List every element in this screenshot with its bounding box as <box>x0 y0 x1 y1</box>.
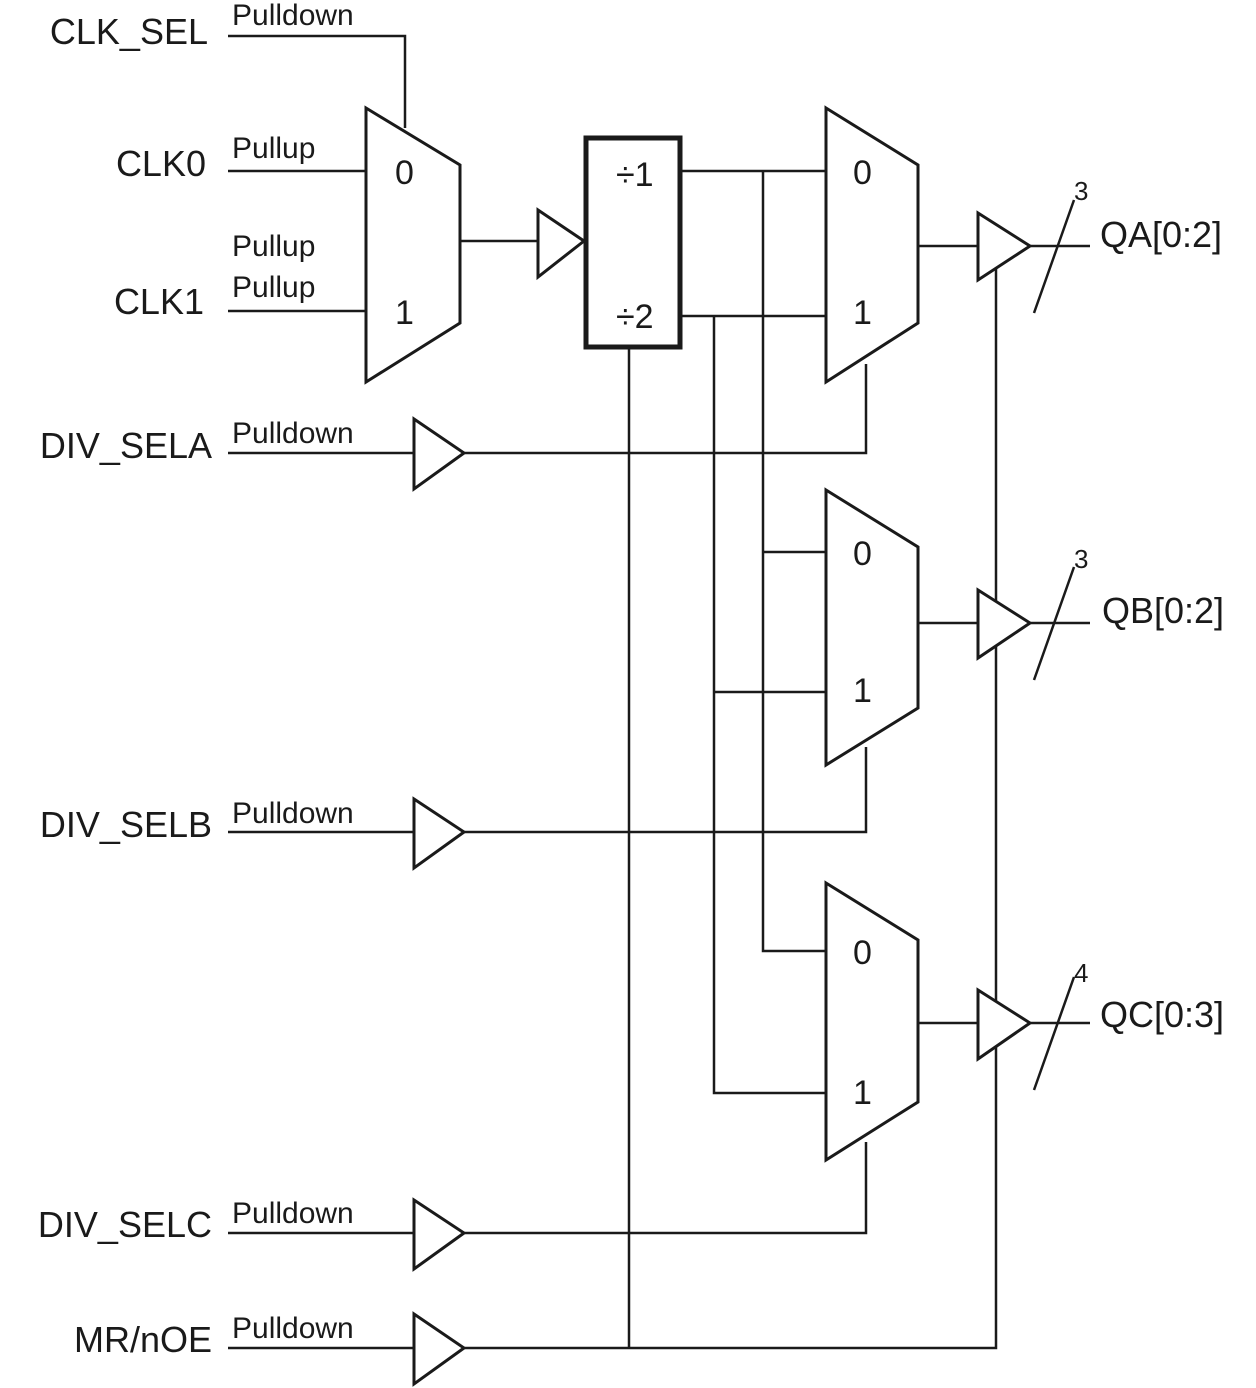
div-sela-buffer <box>412 416 467 492</box>
mux-b-one-label: 1 <box>853 672 872 710</box>
clk1-label: CLK1 <box>114 281 204 322</box>
input-buffer <box>536 207 587 281</box>
mux-c-zero-label: 0 <box>853 934 872 972</box>
div-selc-label: DIV_SELC <box>38 1204 212 1245</box>
qc-bus-width: 4 <box>1074 958 1088 988</box>
div-selc-wire <box>464 1142 868 1235</box>
mux-b-zero-label: 0 <box>853 535 872 573</box>
clk1-pullup-b: Pullup <box>232 271 315 304</box>
qc-output-buffer <box>976 987 1033 1062</box>
mr-noe-label: MR/nOE <box>74 1319 212 1360</box>
div2-bus-vertical <box>712 316 826 1095</box>
qc-label: QC[0:3] <box>1100 994 1224 1035</box>
resistor-labels: Pulldown Pullup Pullup Pullup Pulldown P… <box>232 0 354 1345</box>
divider-block <box>583 135 683 350</box>
clk-sel-pulldown: Pulldown <box>232 0 354 32</box>
div-selc-buffer <box>412 1197 467 1272</box>
qa-output-buffer <box>976 210 1033 283</box>
divide-by-2-label: ÷2 <box>616 298 654 336</box>
div-selb-buffer <box>412 796 467 871</box>
clk1-pullup-a: Pullup <box>232 230 315 263</box>
output-mux-b <box>824 487 920 768</box>
output-labels: 3 QA[0:2] 3 QB[0:2] 4 QC[0:3] <box>1074 176 1224 1035</box>
qa-bus-width: 3 <box>1074 176 1088 206</box>
qc-bus-slash <box>1032 976 1076 1091</box>
clk0-pullup: Pullup <box>232 132 315 165</box>
mux-c-one-label: 1 <box>853 1074 872 1112</box>
div-sela-wire <box>464 364 868 455</box>
div-selc-pulldown: Pulldown <box>232 1197 354 1230</box>
output-mux-c <box>824 880 920 1163</box>
qa-label: QA[0:2] <box>1100 214 1222 255</box>
mux-input-labels: 0 1 0 1 0 1 0 1 <box>395 154 872 1112</box>
qa-bus-slash <box>1032 199 1076 314</box>
div-selb-label: DIV_SELB <box>40 804 212 845</box>
mux-a-zero-label: 0 <box>853 154 872 192</box>
mr-noe-buffer <box>412 1311 467 1387</box>
clk-sel-label: CLK_SEL <box>50 11 208 52</box>
output-mux-a <box>824 105 920 385</box>
input-mux-zero-label: 0 <box>395 154 414 192</box>
div1-bus-vertical <box>761 171 826 953</box>
div-selb-pulldown: Pulldown <box>232 797 354 830</box>
input-mux-one-label: 1 <box>395 294 414 332</box>
clk0-label: CLK0 <box>116 143 206 184</box>
divider-labels: ÷1 ÷2 <box>616 156 654 336</box>
mr-noe-pulldown: Pulldown <box>232 1312 354 1345</box>
clk-sel-wire <box>228 34 407 128</box>
components <box>364 105 1033 1387</box>
mux-a-one-label: 1 <box>853 294 872 332</box>
div-sela-label: DIV_SELA <box>40 425 212 466</box>
qb-output-buffer <box>976 587 1033 661</box>
qb-label: QB[0:2] <box>1102 590 1224 631</box>
input-labels: CLK_SEL CLK0 CLK1 DIV_SELA DIV_SELB DIV_… <box>38 11 212 1360</box>
qb-bus-width: 3 <box>1074 544 1088 574</box>
divide-by-1-label: ÷1 <box>616 156 654 194</box>
div-selb-wire <box>464 747 868 834</box>
div-sela-pulldown: Pulldown <box>232 417 354 450</box>
input-clock-mux <box>364 105 462 385</box>
mr-noe-bus <box>464 262 998 1350</box>
qb-bus-slash <box>1032 566 1076 681</box>
